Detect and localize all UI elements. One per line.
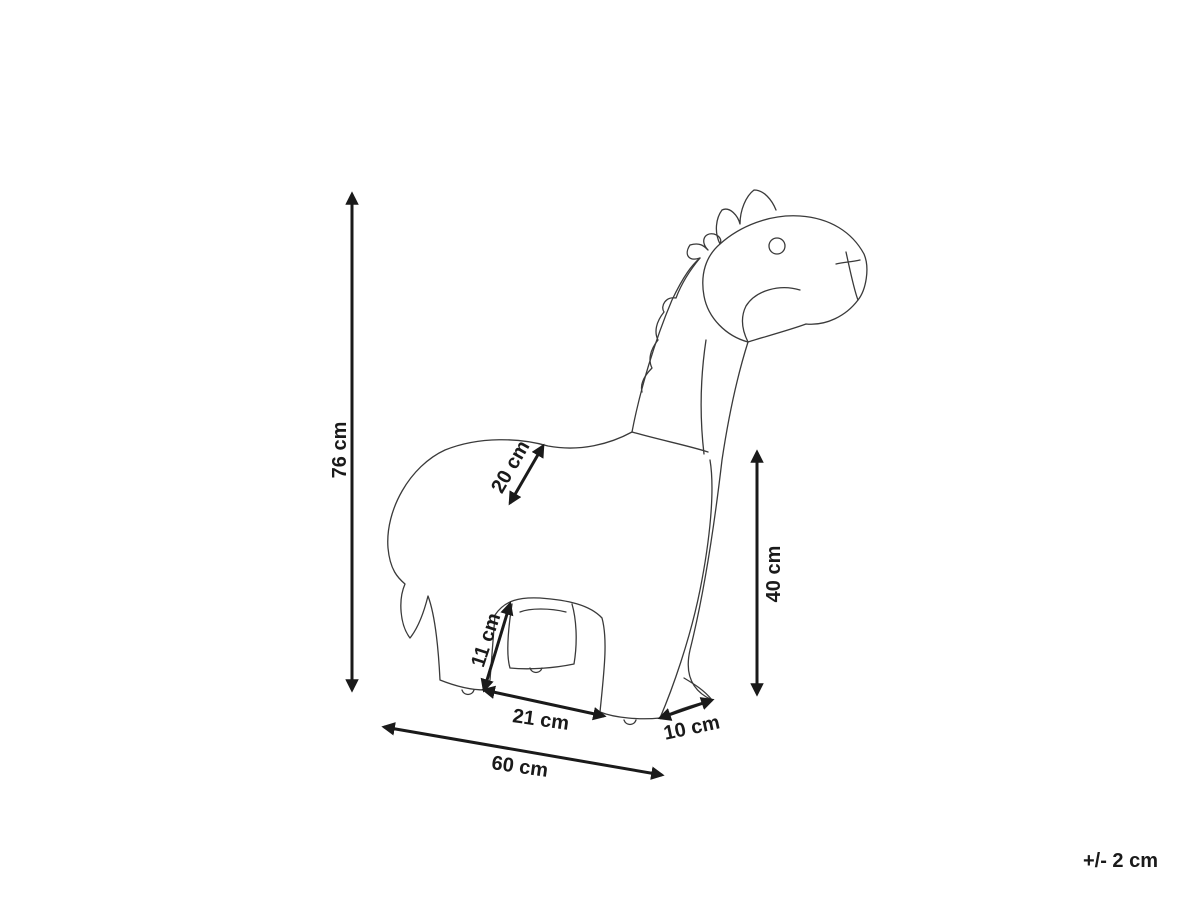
dino-neck-inner [631, 339, 709, 455]
dino-spikes [640, 189, 777, 393]
dino-body-outline [387, 431, 713, 720]
dino-eye [768, 237, 786, 255]
dino-neck-back [631, 257, 701, 433]
dim-leg-width-line [481, 685, 607, 721]
dim-leg-height-line [480, 601, 514, 693]
tolerance-note: +/- 2 cm [1082, 850, 1158, 872]
dim-body-depth-line [508, 443, 545, 506]
dinosaur-pouf-illustration [387, 189, 868, 726]
label-leg-depth: 10 cm [662, 711, 722, 744]
dino-hind-leg-inner [507, 603, 577, 670]
label-seat-height: 40 cm [763, 546, 785, 603]
dim-length-total-line [381, 722, 665, 780]
dino-neck-front [687, 341, 749, 701]
label-body-depth: 20 cm [487, 437, 534, 497]
label-height-total: 76 cm [329, 422, 351, 479]
dino-cheek [741, 287, 801, 343]
dino-hind-leg-seam [519, 608, 567, 613]
dimension-lines [345, 191, 764, 780]
label-length-total: 60 cm [490, 752, 549, 782]
dino-head-outline [702, 215, 868, 343]
label-leg-width: 21 cm [511, 705, 570, 735]
dino-mouth [835, 251, 861, 301]
dim-leg-depth-line [657, 697, 715, 721]
